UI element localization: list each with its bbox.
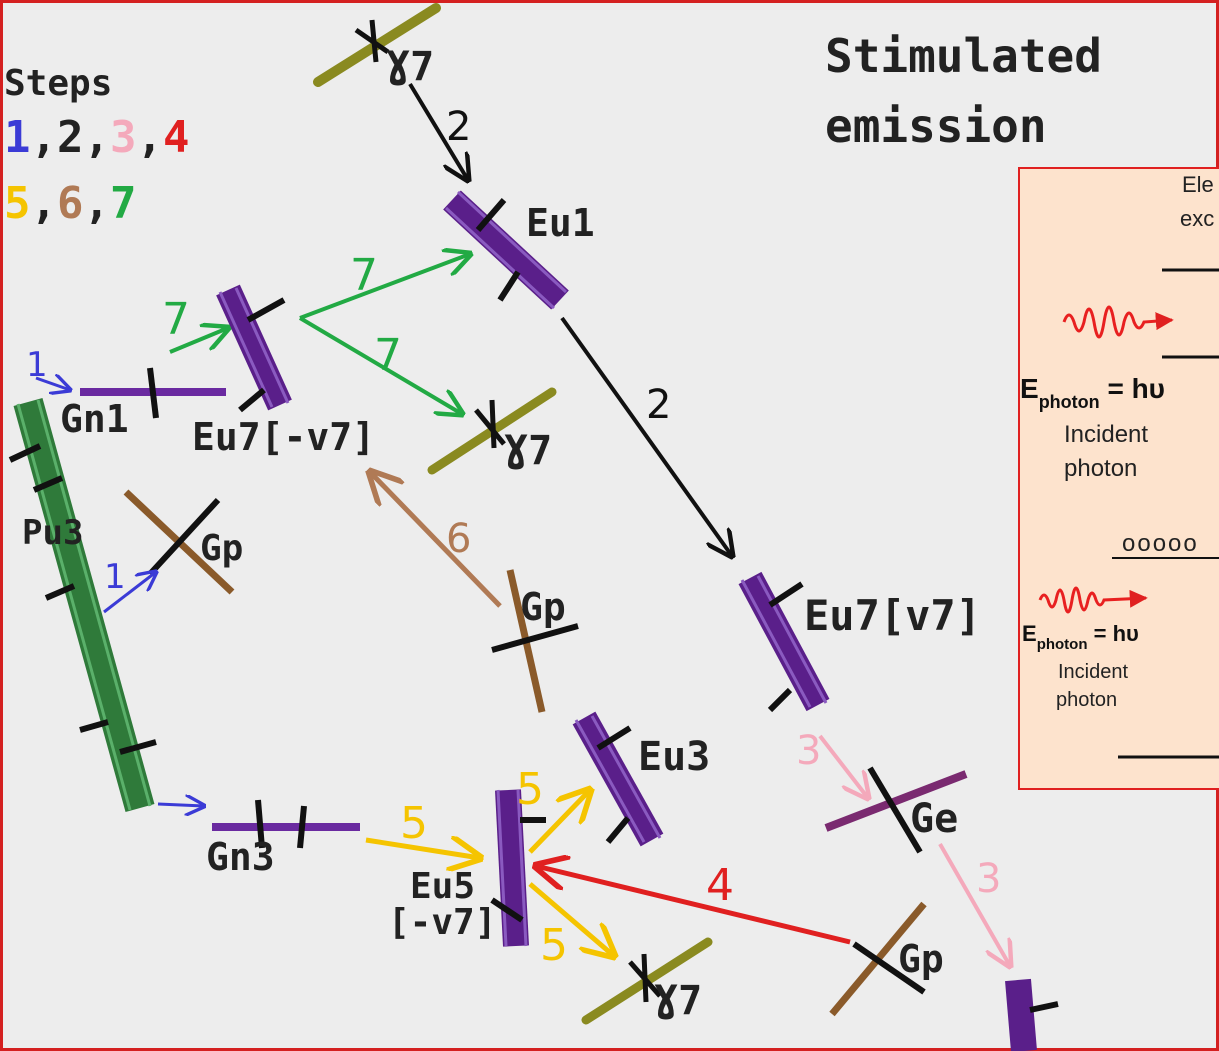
arrow-1-gp bbox=[103, 572, 156, 614]
arrow-2-top bbox=[408, 82, 468, 180]
arrow-3-b bbox=[938, 843, 1010, 966]
arrow-2-right bbox=[560, 316, 732, 556]
title-line-1: Stimulated bbox=[825, 29, 1102, 83]
arrow-5-up bbox=[528, 790, 590, 854]
legend-row2-item-4: 7 bbox=[110, 178, 137, 229]
molecule-gp-mid bbox=[491, 569, 579, 713]
molecule-partial-bottom bbox=[1005, 978, 1059, 1051]
molecule-gn3 bbox=[212, 799, 360, 849]
arrow-label-5-up: 5 bbox=[516, 764, 544, 815]
node-label-gn3: Gn3 bbox=[206, 835, 275, 879]
node-label-y7-bottom: Ɣ7 bbox=[654, 978, 702, 1024]
inset-photon-energy-2: Ephoton = hυ bbox=[1022, 621, 1139, 653]
node-label-gp-bottom: Gp bbox=[898, 937, 944, 981]
legend-row1-item-4: 3 bbox=[110, 112, 137, 163]
molecule-gp-bottom bbox=[829, 901, 927, 1017]
inset-caption-1a: Incident bbox=[1064, 421, 1148, 448]
legend-heading: Steps bbox=[4, 63, 112, 104]
node-label-ge: Ge bbox=[910, 796, 958, 842]
node-label-pu3: Pu3 bbox=[22, 513, 83, 553]
legend-row-1: 1,2,3,4 bbox=[4, 112, 190, 163]
molecule-ge bbox=[824, 766, 968, 854]
arrow-5-down bbox=[528, 882, 614, 956]
arrow-3-a bbox=[818, 734, 868, 798]
legend-row1-item-3: , bbox=[84, 112, 111, 163]
node-label-gp-mid: Gp bbox=[520, 585, 566, 629]
inset-top-text-1: Ele bbox=[1182, 172, 1214, 197]
legend-row1-item-2: 2 bbox=[57, 112, 84, 163]
arrow-4 bbox=[536, 866, 851, 945]
node-label-gp-left: Gp bbox=[200, 528, 243, 569]
molecule-y7-bottom bbox=[581, 937, 713, 1025]
title-line-2: emission bbox=[825, 99, 1047, 153]
arrow-label-3-b: 3 bbox=[976, 856, 1001, 902]
legend-row1-item-0: 1 bbox=[4, 112, 31, 163]
molecule-gp-left bbox=[123, 489, 235, 595]
node-label-eu7-pos: Eu7[v7] bbox=[804, 591, 981, 640]
molecule-y7-top bbox=[313, 3, 441, 87]
molecule-pu3 bbox=[8, 398, 157, 812]
molecule-gn1 bbox=[80, 367, 226, 419]
arrow-1-gn1 bbox=[35, 378, 70, 390]
arrow-7-a bbox=[169, 328, 228, 354]
legend-row1-item-5: , bbox=[137, 112, 164, 163]
arrow-label-5-in: 5 bbox=[400, 798, 428, 849]
legend-row2-item-1: , bbox=[31, 178, 58, 229]
arrow-label-2-right: 2 bbox=[646, 382, 671, 428]
legend-row-2: 5,6,7 bbox=[4, 178, 137, 229]
molecule-y7-mid bbox=[427, 387, 557, 475]
arrow-7-c bbox=[298, 316, 462, 414]
arrow-label-5-down: 5 bbox=[540, 920, 568, 971]
arrow-label-6: 6 bbox=[446, 516, 471, 562]
arrow-label-7-b: 7 bbox=[350, 250, 378, 301]
arrow-6 bbox=[370, 472, 502, 608]
node-label-eu5-line2: [-v7] bbox=[388, 902, 496, 943]
arrow-label-3-a: 3 bbox=[796, 728, 821, 774]
inset-photon-energy-1: Ephoton = hυ bbox=[1020, 373, 1165, 412]
molecule-eu3 bbox=[572, 711, 664, 847]
inset-caption-2b: photon bbox=[1056, 689, 1117, 711]
node-label-eu7-neg: Eu7[-v7] bbox=[192, 415, 375, 459]
arrow-5-in bbox=[365, 840, 480, 858]
inset-photon-wave-2 bbox=[1038, 586, 1148, 614]
arrow-label-1-gn1: 1 bbox=[26, 345, 48, 385]
inset-top-text-2: exc bbox=[1180, 206, 1214, 231]
inset-photon-wave-1 bbox=[1062, 305, 1174, 339]
node-label-y7-top: Ɣ7 bbox=[386, 44, 434, 90]
legend-row2-item-2: 6 bbox=[57, 178, 84, 229]
node-label-eu1: Eu1 bbox=[526, 201, 595, 245]
node-label-y7-mid: Ɣ7 bbox=[504, 428, 552, 474]
legend-row2-item-0: 5 bbox=[4, 178, 31, 229]
legend-row2-item-3: , bbox=[84, 178, 111, 229]
node-label-eu5-line1: Eu5 bbox=[410, 866, 475, 907]
arrow-label-7-a: 7 bbox=[162, 294, 190, 345]
arrow-1-gn3 bbox=[157, 804, 204, 806]
arrow-label-7-c: 7 bbox=[374, 330, 402, 381]
molecule-eu5 bbox=[490, 789, 546, 947]
molecule-eu1 bbox=[443, 190, 569, 310]
arrow-7-b bbox=[299, 254, 470, 320]
molecule-eu7-neg bbox=[216, 284, 292, 413]
arrow-label-2-top: 2 bbox=[446, 104, 471, 150]
node-label-gn1: Gn1 bbox=[60, 397, 129, 441]
inset-dots: ooooo bbox=[1122, 530, 1199, 557]
inset-caption-1b: photon bbox=[1064, 455, 1137, 482]
arrow-label-4: 4 bbox=[706, 860, 734, 911]
node-label-eu3: Eu3 bbox=[638, 734, 710, 780]
molecule-eu7-pos bbox=[738, 571, 830, 713]
inset-panel: Ele exc Ephoton = hυ Incident photon ooo… bbox=[1018, 167, 1219, 790]
legend-row1-item-6: 4 bbox=[163, 112, 190, 163]
arrow-label-1-gp: 1 bbox=[104, 557, 126, 597]
legend-row1-item-1: , bbox=[31, 112, 58, 163]
inset-caption-2a: Incident bbox=[1058, 661, 1128, 683]
